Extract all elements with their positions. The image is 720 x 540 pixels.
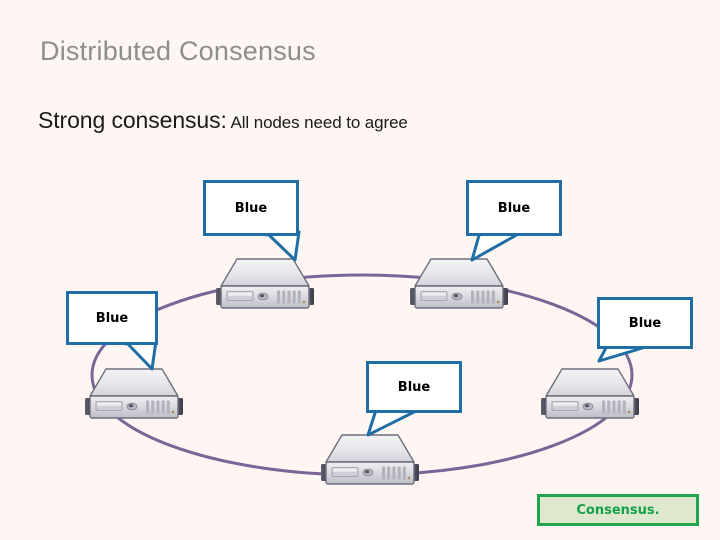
callout-top-right[interactable]: Blue [466,180,626,280]
callout-box[interactable]: Blue [366,361,462,413]
callout-box[interactable]: Blue [66,291,158,345]
callout-label: Blue [95,310,129,326]
consensus-stamp: Consensus. [537,494,699,526]
subtitle: Strong consensus: All nodes need to agre… [38,107,408,134]
callout-box[interactable]: Blue [466,180,562,236]
callout-left[interactable]: Blue [66,291,226,391]
callout-top-left[interactable]: Blue [203,180,363,280]
page-title: Distributed Consensus [40,36,316,66]
callout-box[interactable]: Blue [597,297,693,349]
callout-label: Blue [628,315,662,331]
callout-label: Blue [497,200,531,216]
callout-label: Blue [234,200,268,216]
subtitle-rest-text: All nodes need to agree [226,113,408,132]
callout-box[interactable]: Blue [203,180,299,236]
callout-center[interactable]: Blue [366,361,526,461]
consensus-stamp-label: Consensus. [576,502,660,518]
subtitle-strong-text: Strong consensus: [38,107,227,133]
callout-right[interactable]: Blue [597,297,720,397]
callout-label: Blue [397,379,431,395]
